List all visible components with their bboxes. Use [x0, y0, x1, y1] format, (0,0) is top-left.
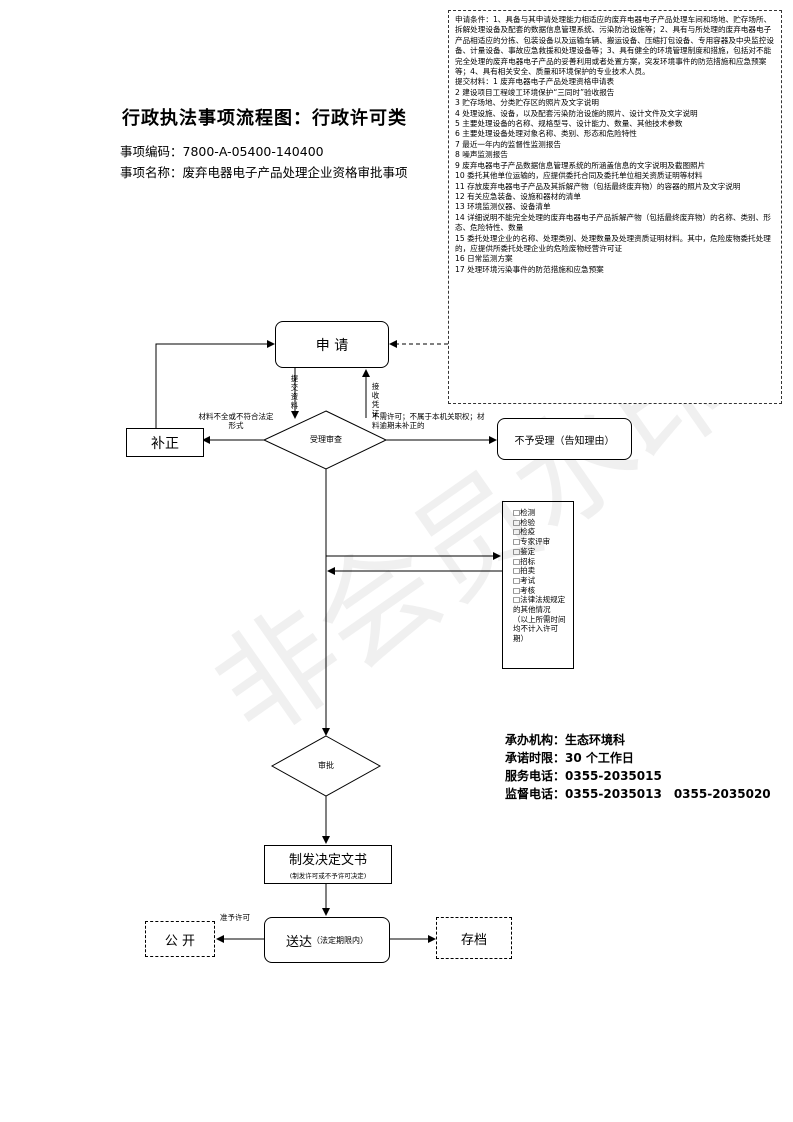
procedure-option: □考试 — [513, 575, 536, 585]
requirement-line: 5 主要处理设备的名称、规格型号、设计能力、数量、其他技术参数 — [455, 119, 683, 129]
approve-diamond — [270, 735, 382, 797]
requirement-line: 15 委托处理企业的名称、处理类别、处理数量及处理资质证明材料。其中，危险废物委… — [455, 233, 771, 253]
procedure-option: □专家评审 — [513, 537, 551, 547]
procedure-option: （以上所需时间均不计入许可期） — [513, 614, 566, 644]
requirements-panel: 申请条件：1、具备与其申请处理能力相适应的废弃电器电子产品处理车间和场地、贮存场… — [448, 10, 782, 404]
requirement-line: 8 噪声监测报告 — [455, 150, 508, 160]
service-phone: 服务电话：0355-2035015 — [505, 769, 662, 783]
review-diamond — [262, 410, 388, 470]
deliver-subtitle: （法定期限内） — [312, 935, 368, 945]
item-code: 事项编码：7800-A-05400-140400 — [120, 144, 324, 159]
requirement-line: 16 日常监测方案 — [455, 254, 513, 264]
node-deliver: 送达（法定期限内） — [264, 917, 390, 963]
requirement-line: 4 处理设施、设备，以及配套污染防治设施的照片、设计文件及文字说明 — [455, 108, 698, 118]
requirement-line: 12 有关应急装备、设施和器材的清单 — [455, 191, 581, 201]
node-approve-label: 审批 — [318, 761, 334, 770]
requirement-line: 17 处理环境污染事件的防范措施和应急预案 — [455, 264, 604, 274]
procedure-option: □检测 — [513, 508, 536, 517]
edge-label-grant: 准予许可 — [220, 913, 250, 922]
procedure-option: □法律法规规定的其他情况 — [513, 595, 566, 615]
procedure-option: □检疫 — [513, 527, 536, 537]
node-apply: 申 请 — [275, 321, 389, 368]
procedure-option: □考核 — [513, 585, 536, 595]
procedure-option: □拍卖 — [513, 566, 536, 576]
edge-label-receipt: 接收凭证 — [371, 382, 380, 418]
edge-label-submit: 提交资料 — [290, 374, 299, 410]
requirement-line: 申请条件：1、具备与其申请处理能力相适应的废弃电器电子产品处理车间和场地、贮存场… — [455, 15, 774, 77]
requirement-line: 10 委托其他单位运输的，应提供委托合同及委托单位相关资质证明等材料 — [455, 171, 703, 181]
requirement-line: 提交材料：1 废弃电器电子产品处理资格申请表 — [455, 77, 615, 87]
edge-label-incomplete: 材料不全或不符合法定形式 — [198, 412, 274, 430]
node-publish: 公 开 — [145, 921, 215, 957]
supplement-to-apply-arrow — [155, 340, 275, 428]
node-archive: 存档 — [436, 917, 512, 959]
node-reject: 不予受理（告知理由） — [497, 418, 632, 460]
supervise-phone: 监督电话：0355-2035013 0355-2035020 — [505, 787, 771, 801]
node-decision: 制发决定文书 (制发许可或不予许可决定) — [264, 845, 392, 884]
decision-subtitle: (制发许可或不予许可决定) — [289, 872, 367, 880]
procedure-option: □招标 — [513, 556, 536, 566]
requirement-line: 13 环境监测仪器、设备清单 — [455, 202, 551, 212]
requirement-line: 11 存放废弃电器电子产品及其拆解产物（包括最终废弃物）的容器的照片及文字说明 — [455, 181, 741, 191]
item-name: 事项名称：废弃电器电子产品处理企业资格审批事项 — [120, 165, 408, 180]
requirement-line: 6 主要处理设备处理对象名称、类别、形态和危险特性 — [455, 129, 637, 139]
agency: 承办机构：生态环境科 — [505, 733, 626, 747]
edge-label-not-accept: 不需许可；不属于本机关职权；材料逾期未补正的 — [372, 412, 485, 430]
special-procedures-box: □检测□检验□检疫□专家评审□鉴定□招标□拍卖□考试□考核□法律法规规定的其他情… — [502, 501, 574, 669]
procedure-option: □检验 — [513, 517, 536, 527]
deliver-title: 送达 — [285, 934, 312, 950]
requirement-line: 7 最近一年内的监督性监测报告 — [455, 139, 561, 149]
time-limit: 承诺时限：30 个工作日 — [505, 751, 634, 765]
requirement-line: 3 贮存场地、分类贮存区的照片及文字说明 — [455, 98, 599, 108]
node-review-label: 受理审查 — [310, 435, 342, 444]
page-title: 行政执法事项流程图：行政许可类 — [122, 108, 407, 129]
node-supplement: 补正 — [126, 428, 204, 457]
requirement-line: 2 建设项目工程竣工环境保护“三同时”验收报告 — [455, 87, 615, 97]
requirement-line: 9 废弃电器电子产品数据信息管理系统的所涵盖信息的文字说明及截图照片 — [455, 160, 706, 170]
decision-title: 制发决定文书 — [288, 853, 367, 868]
procedure-option: □鉴定 — [513, 546, 536, 556]
requirement-line: 14 详细说明不能完全处理的废弃电器电子产品拆解产物（包括最终废弃物）的名称、类… — [455, 212, 771, 233]
